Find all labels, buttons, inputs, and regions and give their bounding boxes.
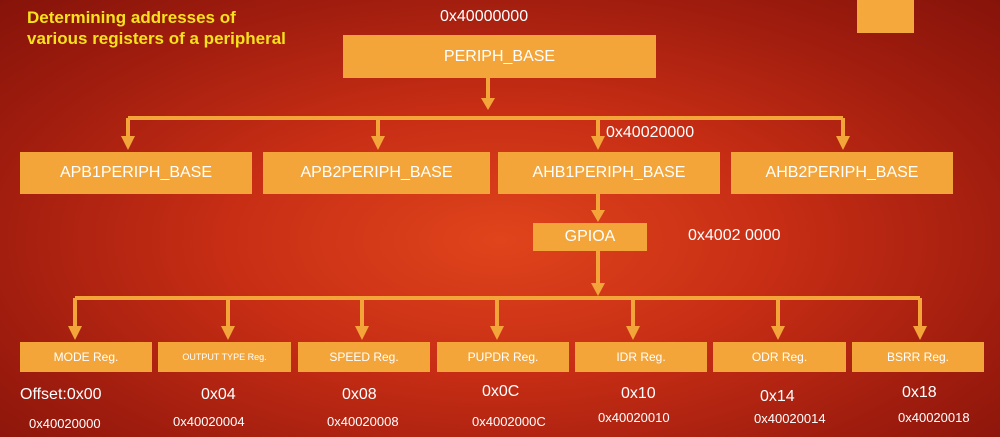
bus-box-ahb2: AHB2PERIPH_BASE xyxy=(731,152,953,194)
register-box-pupdr: PUPDR Reg. xyxy=(437,342,569,372)
register-offset-bsrr: 0x18 xyxy=(902,384,937,401)
register-label-mode: MODE Reg. xyxy=(53,350,119,364)
bus-box-ahb1: AHB1PERIPH_BASE xyxy=(498,152,720,194)
register-offset-pupdr: 0x0C xyxy=(482,383,520,400)
register-address-output-type: 0x40020004 xyxy=(173,414,245,429)
periph-base-box: PERIPH_BASE xyxy=(343,35,656,78)
register-address-mode: 0x40020000 xyxy=(29,416,101,431)
register-label-bsrr: BSRR Reg. xyxy=(886,350,950,364)
gpioa-label: GPIOA xyxy=(564,228,616,245)
register-offset-mode: Offset:0x00 xyxy=(20,386,102,403)
gpioa-address: 0x4002 0000 xyxy=(688,227,781,244)
register-box-output-type: OUTPUT TYPE Reg. xyxy=(158,342,291,372)
bus-box-apb1: APB1PERIPH_BASE xyxy=(20,152,252,194)
register-offset-output-type: 0x04 xyxy=(201,386,236,403)
register-address-speed: 0x40020008 xyxy=(327,414,399,429)
register-label-pupdr: PUPDR Reg. xyxy=(467,350,539,364)
bus-label-ahb2: AHB2PERIPH_BASE xyxy=(765,164,919,181)
bus-label-ahb1: AHB1PERIPH_BASE xyxy=(532,164,686,181)
register-address-bsrr: 0x40020018 xyxy=(898,410,970,425)
bus-label-apb2: APB2PERIPH_BASE xyxy=(300,164,453,181)
register-box-idr: IDR Reg. xyxy=(575,342,707,372)
ahb1-address: 0x40020000 xyxy=(606,124,695,141)
bus-box-apb2: APB2PERIPH_BASE xyxy=(263,152,490,194)
decorative-corner-square xyxy=(857,0,914,33)
register-address-idr: 0x40020010 xyxy=(598,410,670,425)
periph-base-label: PERIPH_BASE xyxy=(443,47,556,65)
register-box-mode: MODE Reg. xyxy=(20,342,152,372)
register-box-bsrr: BSRR Reg. xyxy=(852,342,984,372)
gpioa-box: GPIOA xyxy=(533,223,647,251)
register-address-odr: 0x40020014 xyxy=(754,411,826,426)
register-address-pupdr: 0x4002000C xyxy=(472,414,546,429)
bus-label-apb1: APB1PERIPH_BASE xyxy=(59,164,213,181)
register-box-odr: ODR Reg. xyxy=(713,342,846,372)
register-label-speed: SPEED Reg. xyxy=(329,350,399,364)
register-label-idr: IDR Reg. xyxy=(616,350,666,364)
periph-base-address: 0x40000000 xyxy=(440,8,529,25)
register-label-output-type: OUTPUT TYPE Reg. xyxy=(182,352,267,362)
register-label-odr: ODR Reg. xyxy=(751,350,808,364)
register-box-speed: SPEED Reg. xyxy=(298,342,430,372)
register-offset-idr: 0x10 xyxy=(621,385,656,402)
register-offset-speed: 0x08 xyxy=(342,386,377,403)
slide-title: Determining addresses of various registe… xyxy=(27,8,286,48)
register-offset-odr: 0x14 xyxy=(760,388,795,405)
